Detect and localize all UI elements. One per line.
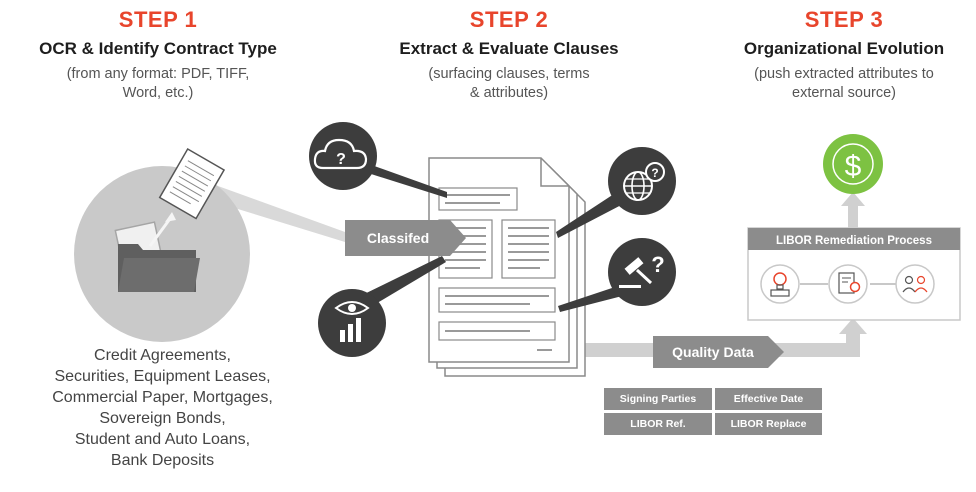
question-mark: ?	[651, 252, 664, 277]
step-3-subtitle: (push extracted attributes to external s…	[712, 65, 976, 103]
step-1-title: OCR & Identify Contract Type	[39, 39, 277, 58]
document-type: Commercial Paper, Mortgages,	[52, 389, 273, 406]
step-3-subtitle-line: (push extracted attributes to	[754, 66, 934, 82]
document-search-icon	[828, 264, 868, 304]
dollar-sign: $	[845, 150, 862, 183]
attribute-cell: Signing Parties	[604, 388, 712, 410]
quality-data-label: Quality Data	[672, 344, 754, 360]
quality-data-label-box	[653, 336, 784, 368]
step-1-number: STEP 1	[118, 7, 198, 32]
quality-data-riser	[846, 330, 860, 355]
step-2-header: STEP 2 Extract & Evaluate Clauses (surfa…	[350, 7, 668, 103]
step-3-number: STEP 3	[804, 7, 884, 32]
globe-question-icon: ?	[608, 147, 676, 215]
attribute-cell: Effective Date	[715, 388, 822, 410]
step-3-subtitle-line: external source)	[792, 85, 896, 101]
folder-circle	[74, 166, 250, 342]
step-2-number: STEP 2	[469, 7, 549, 32]
document-stack	[428, 157, 586, 377]
cloud-question-icon: ?	[309, 122, 377, 190]
eye-chart-icon	[318, 289, 386, 357]
quality-data-arrowhead	[839, 318, 867, 334]
remediation-title: LIBOR Remediation Process	[776, 235, 932, 247]
question-mark: ?	[651, 166, 658, 180]
classified-label: Classifed	[367, 230, 429, 246]
question-mark: ?	[336, 151, 346, 168]
document-type: Student and Auto Loans,	[74, 431, 251, 448]
step-2-subtitle-line: & attributes)	[469, 85, 549, 101]
step-1-header: STEP 1 OCR & Identify Contract Type (fro…	[0, 7, 316, 103]
attribute-table: Signing Parties Effective Date LIBOR Ref…	[604, 388, 822, 435]
document-type: Credit Agreements,	[94, 347, 231, 364]
document-type-list: Credit Agreements, Securities, Equipment…	[0, 345, 325, 471]
step-1-subtitle: (from any format: PDF, TIFF, Word, etc.)	[0, 65, 316, 103]
attribute-cell: LIBOR Replace	[715, 413, 822, 435]
paper-sheet-icon	[158, 147, 226, 220]
step-2-title: Extract & Evaluate Clauses	[399, 39, 619, 58]
step-3-title: Organizational Evolution	[743, 39, 945, 58]
lightbulb-icon	[760, 264, 800, 304]
document-type: Securities, Equipment Leases,	[54, 368, 271, 385]
step-1-subtitle-line: (from any format: PDF, TIFF,	[66, 66, 250, 82]
classified-label-box	[345, 220, 466, 256]
document-type: Bank Deposits	[110, 452, 215, 469]
attribute-cell: LIBOR Ref.	[604, 413, 712, 435]
document-type: Sovereign Bonds,	[99, 410, 226, 427]
step-1-subtitle-line: Word, etc.)	[122, 85, 194, 101]
folder-icon	[114, 212, 200, 292]
remediation-arrowhead	[841, 192, 865, 206]
remediation-box: LIBOR Remediation Process	[747, 227, 961, 321]
remediation-arrow-shaft	[848, 202, 858, 228]
people-icon	[895, 264, 935, 304]
step-2-subtitle: (surfacing clauses, terms & attributes)	[350, 65, 668, 103]
step-2-subtitle-line: (surfacing clauses, terms	[428, 66, 590, 82]
scan-beam	[218, 186, 345, 242]
step-3-header: STEP 3 Organizational Evolution (push ex…	[712, 7, 976, 103]
gavel-question-icon: ?	[608, 238, 676, 306]
callout-pointers	[352, 162, 630, 312]
dollar-icon: $	[823, 134, 883, 194]
